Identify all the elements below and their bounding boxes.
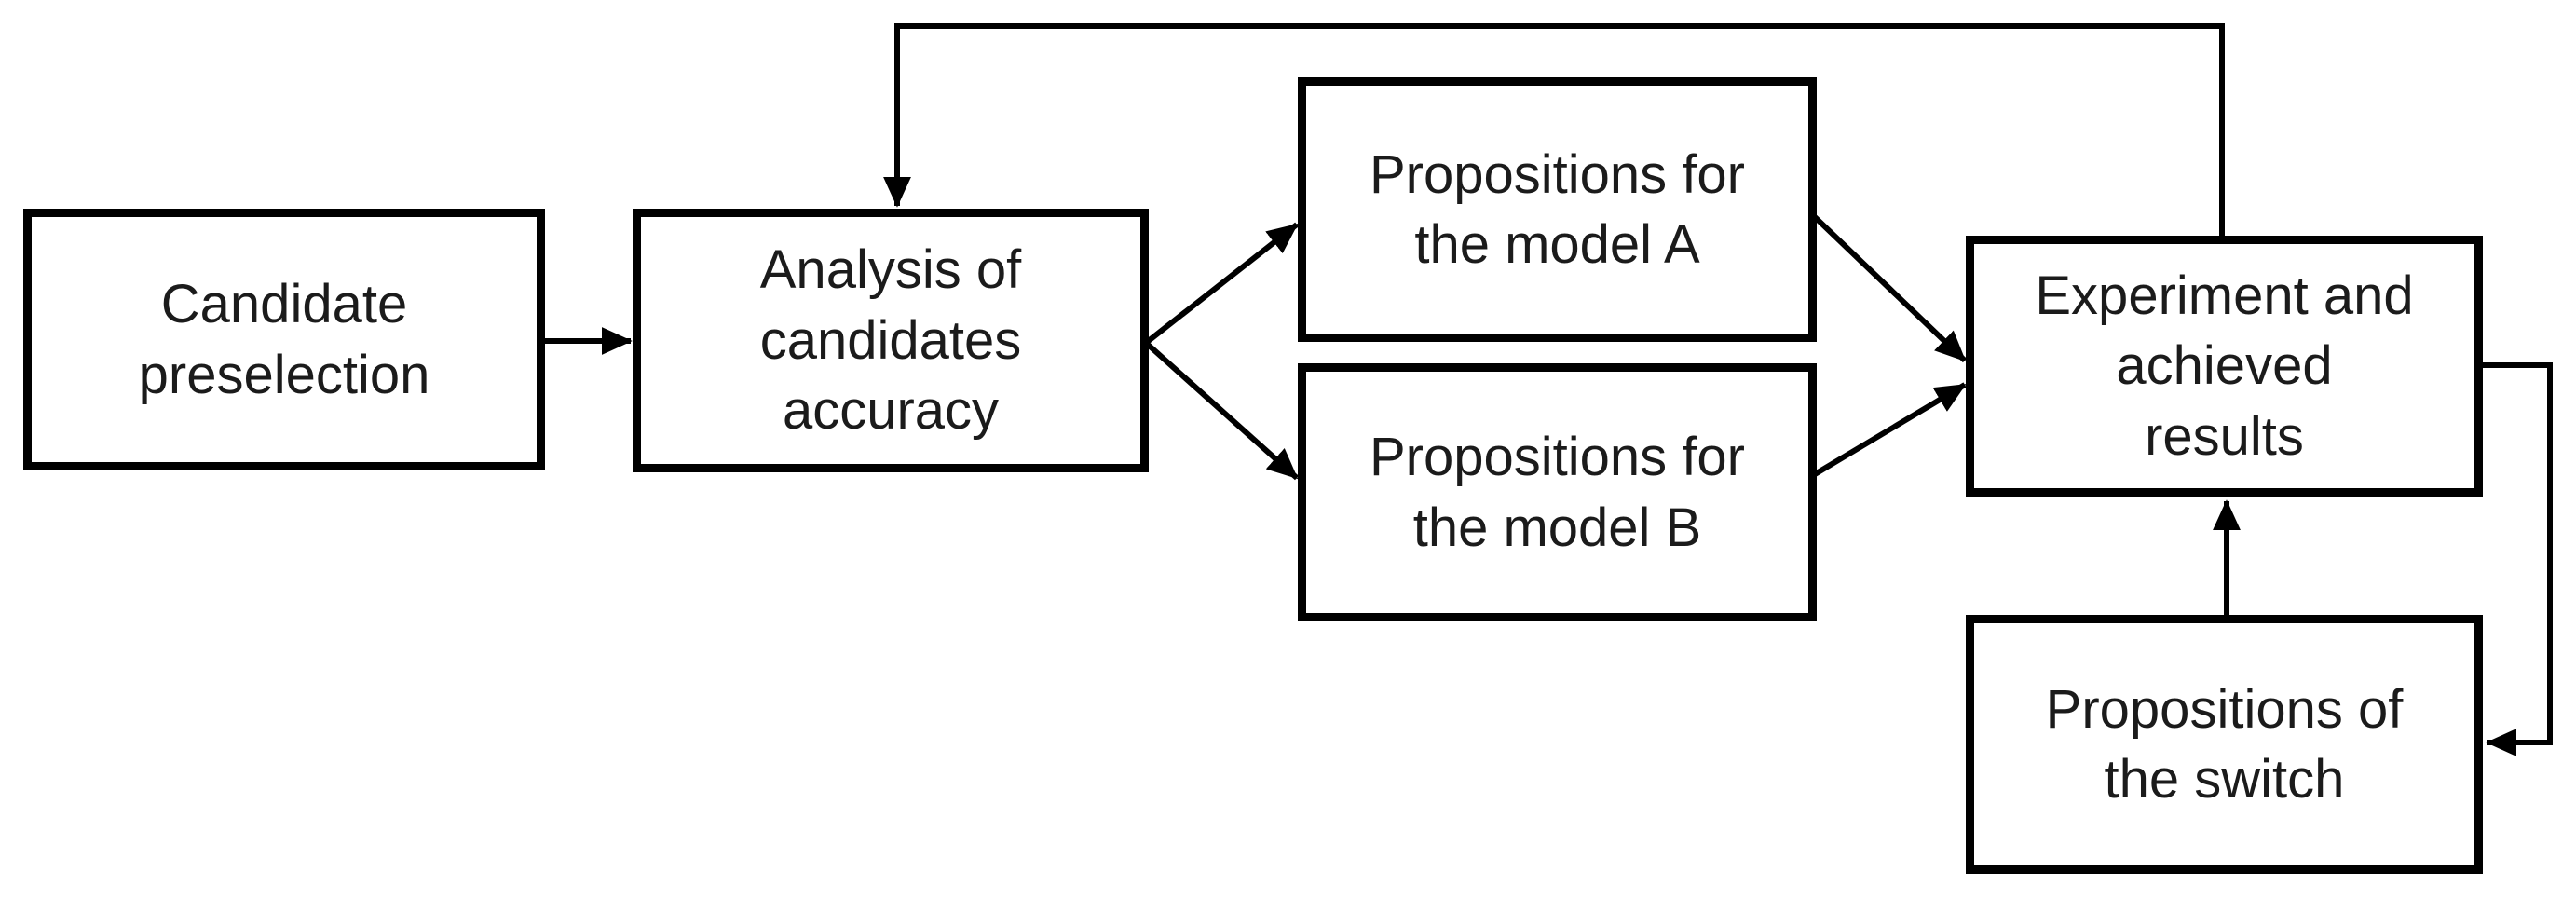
box-experiment-achieved-results: Experiment and achieved results	[1966, 236, 2483, 497]
box-candidate-preselection: Candidate preselection	[23, 209, 545, 470]
arrow-analysis-to-model-a	[1144, 222, 1299, 346]
arrow-experiment-to-switch-loop	[2478, 362, 2553, 756]
box-analysis-of-candidates-accuracy: Analysis of candidates accuracy	[633, 209, 1149, 472]
box-propositions-of-the-switch: Propositions of the switch	[1966, 615, 2483, 874]
box-experiment-achieved-results-label: Experiment and achieved results	[2035, 265, 2414, 467]
box-propositions-model-b-label: Propositions for the model B	[1370, 427, 1745, 558]
arrow-analysis-to-model-b	[1143, 340, 1300, 481]
box-propositions-model-b: Propositions for the model B	[1298, 363, 1817, 621]
box-propositions-model-a: Propositions for the model A	[1298, 77, 1817, 342]
box-propositions-of-the-switch-label: Propositions of the switch	[2045, 678, 2404, 810]
box-candidate-preselection-label: Candidate preselection	[138, 274, 430, 405]
box-analysis-of-candidates-accuracy-label: Analysis of candidates accuracy	[759, 239, 1022, 442]
arrow-model-a-to-experiment	[1812, 214, 1968, 363]
arrow-model-b-to-experiment	[1813, 382, 1967, 477]
box-propositions-model-a-label: Propositions for the model A	[1370, 143, 1745, 275]
